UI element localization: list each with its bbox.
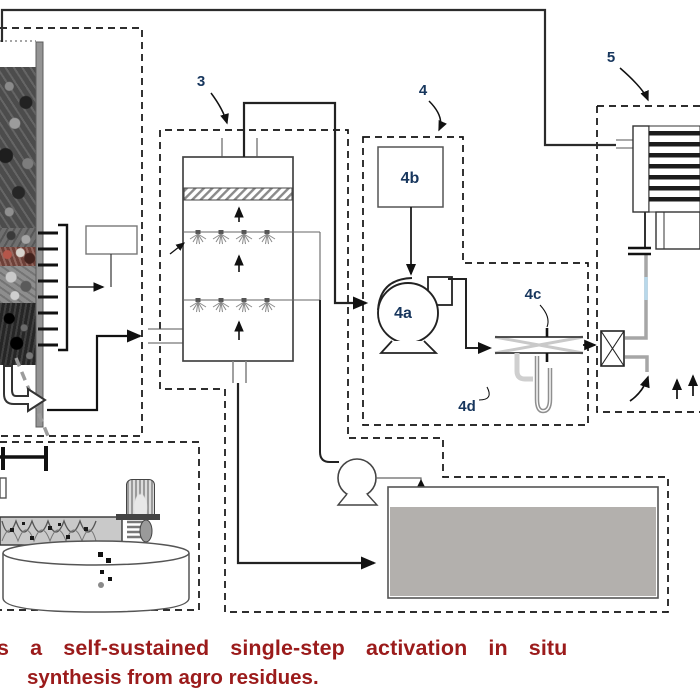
process-flow-diagram: 3 4 5 4a 4b 4c 4d <box>0 8 700 613</box>
gas-conditioning-dashed-box <box>362 136 589 426</box>
suction-arrowhead <box>417 479 425 487</box>
conveyor-motor-icon <box>126 479 155 520</box>
callout-labels: 3 4 5 4a 4b 4c 4d <box>197 49 615 415</box>
engine-base <box>655 211 700 250</box>
label-5: 5 <box>607 49 615 66</box>
gasifier-pyrolysis-zone <box>0 228 37 247</box>
side-port-box <box>0 477 7 499</box>
motor-coupling <box>116 514 160 543</box>
scrubber-drain-line <box>236 383 377 570</box>
caption-line-1: s a self-sustained single-step activatio… <box>0 636 568 660</box>
scrubbed-gas-line <box>242 101 369 310</box>
collection-drum <box>2 540 190 613</box>
air-intake-pipe <box>625 355 649 372</box>
nozzle-pointer-arrow <box>169 242 186 255</box>
tank-water <box>390 507 656 596</box>
label-4c: 4c <box>525 286 542 303</box>
water-tank <box>387 486 659 599</box>
label-4d: 4d <box>458 398 476 415</box>
thermocouple-bracket <box>58 223 69 352</box>
callout-arrows <box>210 67 649 401</box>
label-4: 4 <box>419 82 428 99</box>
air-gas-mixing-valve <box>600 330 625 367</box>
blower-4a <box>377 276 453 354</box>
scrubber-water-dashed-box <box>159 129 669 613</box>
label-4b: 4b <box>401 170 420 187</box>
engine-dashed-box <box>596 105 700 413</box>
gasifier-char-zone <box>0 303 37 365</box>
scrubber-vessel <box>169 138 320 383</box>
water-pump <box>336 458 379 506</box>
figure-caption: s a self-sustained single-step activatio… <box>0 636 700 690</box>
caption-line-2: synthesis from agro residues. <box>27 666 319 689</box>
feed-port <box>0 446 48 471</box>
mixture-pipe <box>625 255 648 340</box>
blower-base <box>378 340 439 354</box>
producer-gas-line-to-engine <box>0 8 634 149</box>
demister-pad <box>183 187 293 201</box>
gasifier-freeboard <box>0 42 37 67</box>
gas-line-to-scrubber <box>47 329 143 412</box>
blower-discharge-line <box>448 278 492 354</box>
engine-fins <box>649 131 700 202</box>
screw-flights <box>1 519 97 533</box>
gasifier-reduction-zone <box>0 266 37 303</box>
feeder-dashed-box <box>0 441 200 611</box>
label-3: 3 <box>197 73 205 90</box>
gas-engine-genset <box>632 125 700 250</box>
falling-char-particles <box>98 552 112 588</box>
gasifier-combustion-zone <box>0 247 37 266</box>
temperature-display-box <box>85 225 138 255</box>
gasifier-biomass-zone <box>0 67 37 228</box>
thermocouple-ports <box>38 231 58 347</box>
pump-discharge-riser <box>319 300 339 463</box>
gas-outlet-elbow-icon <box>3 365 47 413</box>
air-intake-arrows <box>629 374 699 402</box>
orifice-meter-4c <box>494 328 584 362</box>
label-4a: 4a <box>394 305 412 322</box>
control-box-4b <box>377 146 444 208</box>
manometer-4d <box>514 353 553 414</box>
